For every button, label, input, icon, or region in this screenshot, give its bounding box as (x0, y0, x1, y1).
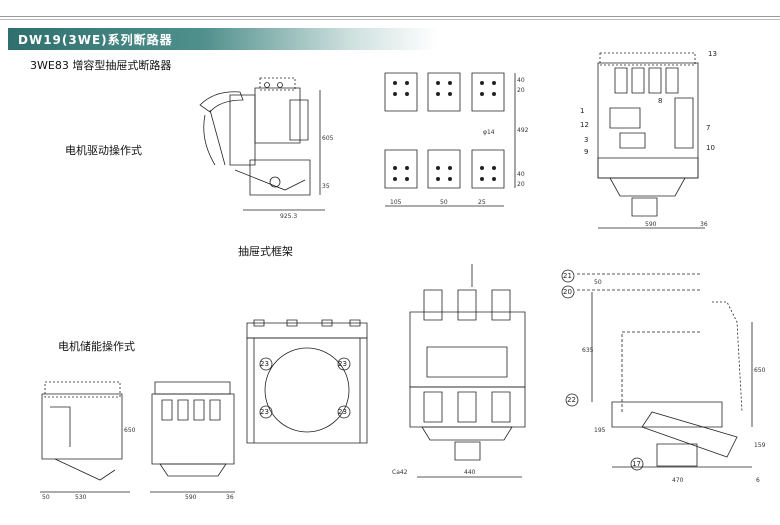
frame-terminals-drawing: 440 Ca42 (392, 262, 542, 487)
terminal-plate-row-bottom (385, 150, 504, 188)
dim-650-side: 650 (754, 367, 766, 374)
callout-12: 12 (580, 121, 589, 129)
dim-650-storage: 650 (124, 427, 136, 434)
svg-text:35: 35 (322, 183, 330, 190)
subtitle: 3WE83 增容型抽屉式断路器 (30, 59, 172, 72)
callout-20: 20 (563, 288, 572, 296)
callout-9: 9 (584, 148, 588, 156)
callout-10: 10 (706, 144, 715, 152)
breaker-front-drawing: 13 1 8 12 7 3 9 10 590 36 (580, 50, 717, 233)
top-rule (0, 16, 780, 17)
dim-40-top: 40 (517, 77, 525, 84)
drawer-frame-drawing: 23 23 23 23 (242, 318, 377, 453)
dim-36-storage: 36 (226, 494, 234, 501)
dim-195: 195 (594, 427, 606, 434)
dim-50: 50 (440, 199, 448, 206)
callout-23-b: 23 (338, 360, 347, 368)
svg-text:925.3: 925.3 (280, 213, 297, 220)
dim-105: 105 (390, 199, 402, 206)
callout-7: 7 (706, 124, 710, 132)
terminal-plates-drawing: 105 50 25 492 φ14 40 20 40 20 (380, 68, 529, 218)
dim-50-storage: 50 (42, 494, 50, 501)
dim-ca42: Ca42 (392, 469, 408, 476)
dim-159: 159 (754, 442, 766, 449)
dim-phi14: φ14 (483, 129, 495, 136)
banner-title: DW19(3WE)系列断路器 (18, 33, 173, 47)
dim-40-bottom: 40 (517, 171, 525, 178)
callout-13: 13 (708, 50, 717, 58)
motor-storage-drawing: 50 530 650 590 36 (30, 372, 240, 501)
dim-530: 530 (75, 494, 87, 501)
callout-8: 8 (658, 97, 662, 105)
top-rule-secondary (0, 19, 780, 20)
dim-635: 635 (582, 347, 594, 354)
dim-36: 36 (700, 221, 708, 228)
label-drawer-frame: 抽屉式框架 (238, 245, 293, 258)
callout-1: 1 (580, 107, 584, 115)
dim-50-side: 50 (594, 279, 602, 286)
callout-22: 22 (567, 396, 576, 404)
terminal-plate-row-top (385, 73, 504, 111)
title-banner: DW19(3WE)系列断路器 (8, 28, 438, 50)
motor-drive-side-drawing: 925.3 605 35 (195, 70, 334, 220)
dim-470: 470 (672, 477, 684, 484)
dim-20-bottom: 20 (517, 181, 525, 188)
dim-492: 492 (517, 127, 529, 134)
side-view-drawing: 21 20 22 17 50 635 650 195 159 470 6 (552, 262, 766, 484)
dim-6: 6 (756, 477, 760, 484)
callout-3: 3 (584, 136, 588, 144)
callout-23-a: 23 (260, 360, 269, 368)
dim-440: 440 (464, 469, 476, 476)
label-motor-storage: 电机储能操作式 (58, 340, 135, 353)
dim-590: 590 (645, 221, 657, 228)
callout-17: 17 (632, 460, 641, 468)
dim-590-storage: 590 (185, 494, 197, 501)
callout-23-d: 23 (338, 408, 347, 416)
callout-23-c: 23 (260, 408, 269, 416)
svg-text:605: 605 (322, 135, 334, 142)
dim-25: 25 (478, 199, 486, 206)
dim-20-top: 20 (517, 87, 525, 94)
callout-21: 21 (563, 272, 572, 280)
label-motor-drive: 电机驱动操作式 (65, 144, 142, 157)
